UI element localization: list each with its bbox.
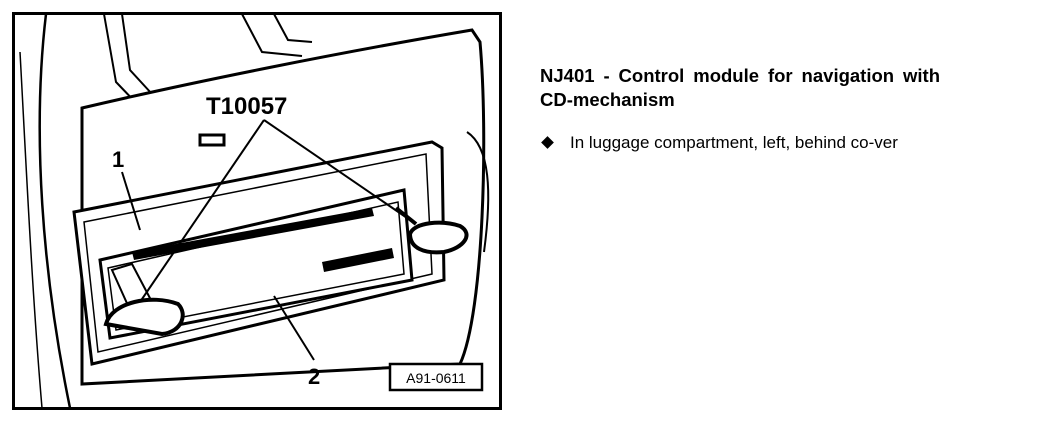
tool-label: T10057	[206, 93, 287, 120]
leader-2	[273, 295, 315, 361]
button-strip	[322, 248, 394, 272]
bracket-line-3	[241, 13, 303, 57]
module-bezel-inner	[83, 153, 433, 353]
list-item: In luggage compartment, left, behind co-…	[540, 132, 1000, 154]
figure-ref-box	[388, 362, 484, 392]
trim-edge-left	[38, 13, 72, 409]
figure-ref: A91-0611	[406, 370, 466, 386]
leader-tool-left	[139, 119, 265, 303]
leader-1	[121, 171, 141, 231]
illustration-svg: T10057 1 2 A91-0611	[12, 12, 502, 410]
bracket-line-2	[121, 13, 153, 95]
location-list: In luggage compartment, left, behind co-…	[540, 132, 940, 154]
cd-slot	[132, 208, 374, 260]
bracket-line-4	[273, 13, 313, 43]
location-text: In luggage compartment, left, behind co-…	[570, 133, 898, 152]
leader-tool-right	[263, 119, 411, 221]
trim-edge-outer	[19, 51, 43, 409]
installation-illustration: T10057 1 2 A91-0611	[12, 12, 502, 410]
diamond-bullet-icon	[541, 136, 554, 149]
component-heading: NJ401 - Control module for navigation wi…	[540, 65, 940, 110]
module-faceplate	[98, 188, 414, 340]
extraction-tool-right	[407, 220, 469, 255]
panel-clip	[198, 133, 226, 147]
tool-shaft-right	[394, 206, 418, 226]
description-panel: NJ401 - Control module for navigation wi…	[540, 64, 940, 154]
callout-1: 1	[112, 147, 124, 172]
extraction-tool-left	[103, 297, 185, 337]
callout-2: 2	[308, 364, 320, 389]
panel-curve	[466, 131, 490, 253]
